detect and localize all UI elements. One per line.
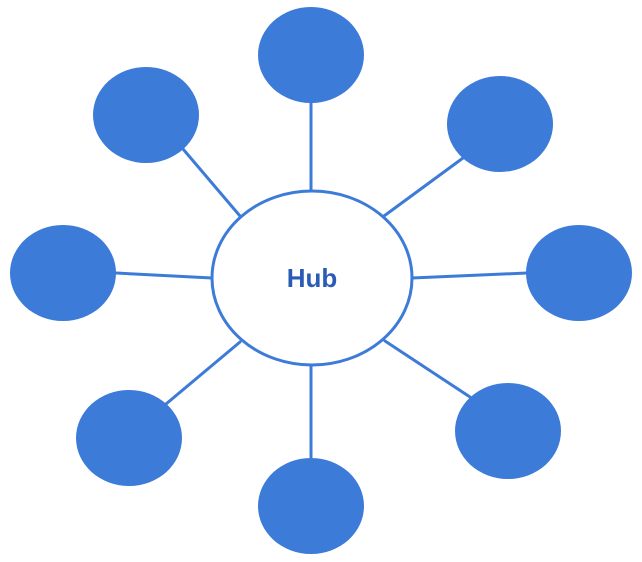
spoke-bottom-right-node (455, 383, 561, 479)
spoke-right-connector (410, 271, 529, 280)
spoke-top-right-connector (382, 156, 465, 218)
spoke-left-node (10, 225, 116, 321)
spoke-bottom-left-node (76, 390, 182, 486)
spoke-nodes (10, 7, 632, 554)
spoke-top-left-connector (181, 147, 242, 218)
spoke-right-node (526, 225, 632, 321)
spoke-top-right-node (447, 76, 553, 172)
spoke-left-connector (114, 271, 214, 280)
hub-circle (210, 189, 414, 367)
connector-lines (114, 101, 529, 461)
spoke-bottom-right-connector (383, 339, 472, 399)
hub: Hub (210, 189, 414, 367)
spoke-bottom-node (258, 458, 364, 554)
spoke-bottom-left-connector (164, 340, 242, 406)
spoke-top-node (258, 7, 364, 103)
spoke-top-left-node (93, 67, 199, 163)
hub-label: Hub (287, 263, 338, 293)
